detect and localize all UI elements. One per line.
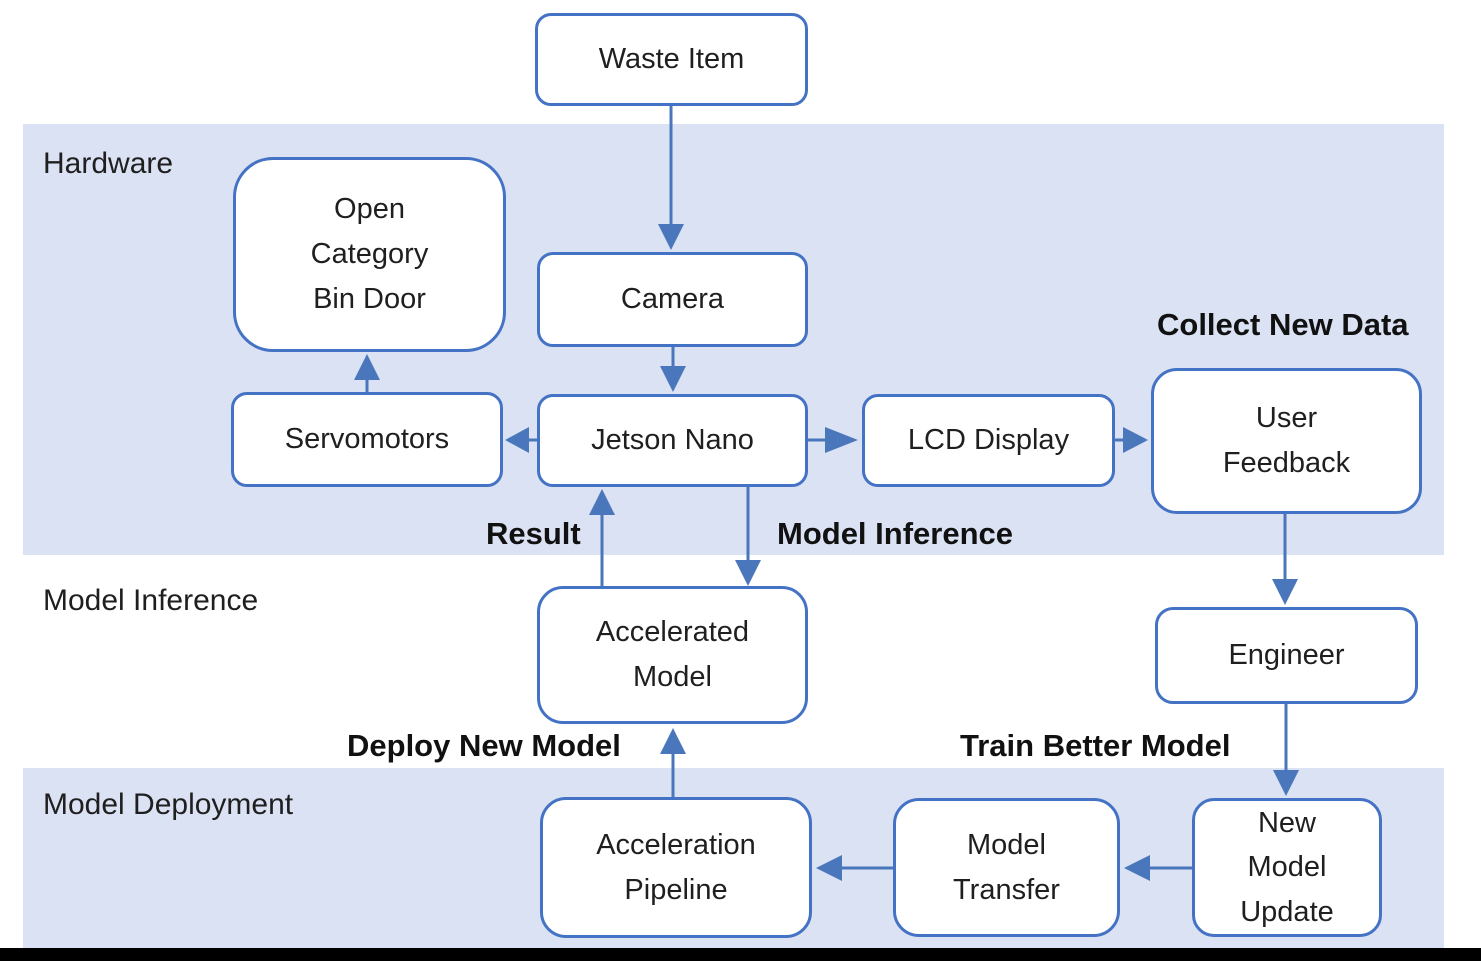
node-user-feedback: User Feedback [1151, 368, 1422, 514]
node-waste-item: Waste Item [535, 13, 808, 106]
node-lcd-display: LCD Display [862, 394, 1115, 487]
node-jetson-nano: Jetson Nano [537, 394, 808, 487]
node-open-category-bin-door: Open Category Bin Door [233, 157, 506, 352]
hardware-band-label: Hardware [43, 147, 174, 180]
bottom-black-bar [0, 948, 1481, 961]
node-camera: Camera [537, 252, 808, 347]
result-label: Result [486, 516, 581, 551]
model-inference-band-label: Model Inference [43, 584, 259, 617]
node-accelerated-model: Accelerated Model [537, 586, 808, 724]
collect-new-data-label: Collect New Data [1157, 307, 1409, 342]
deploy-new-model-label: Deploy New Model [347, 728, 621, 763]
node-servomotors: Servomotors [231, 392, 503, 487]
model-inference-flow-label: Model Inference [777, 516, 1013, 551]
node-engineer: Engineer [1155, 607, 1418, 704]
model-deployment-band-label: Model Deployment [43, 788, 294, 821]
train-better-model-label: Train Better Model [960, 728, 1231, 763]
node-new-model-update: New Model Update [1192, 798, 1382, 937]
node-acceleration-pipeline: Acceleration Pipeline [540, 797, 812, 938]
node-model-transfer: Model Transfer [893, 798, 1120, 937]
